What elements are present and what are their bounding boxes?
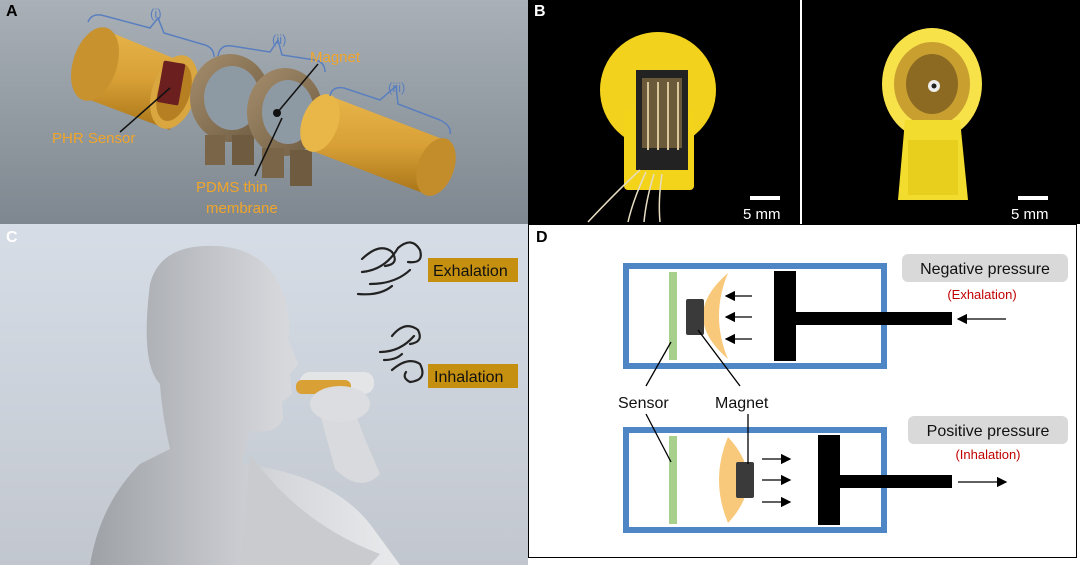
- negative-pressure-pill: [902, 254, 1068, 282]
- exhalation-note: (Exhalation): [947, 287, 1016, 302]
- chamber-negative: [623, 263, 1006, 369]
- panel-b-label: B: [534, 3, 546, 20]
- phr-sensor-label: PHR Sensor: [52, 130, 135, 147]
- panel-d: Negative pressure (Exhalation) Positive …: [528, 224, 1080, 565]
- magnet-label: Magnet: [715, 395, 769, 412]
- panel-b: 5 mm 5 mm B: [528, 0, 1080, 224]
- pdms-label-line1: PDMS thin: [196, 179, 268, 196]
- bracket-i: [87, 14, 215, 58]
- positive-pressure-label: Positive pressure: [927, 423, 1050, 440]
- membrane-holder-photo: [882, 28, 982, 200]
- label-ii: (ii): [272, 32, 286, 47]
- chamber-positive: [623, 427, 1008, 533]
- scale-bar-left: [750, 196, 780, 200]
- panel-d-diagram: Negative pressure (Exhalation) Positive …: [528, 224, 1077, 558]
- scale-bar-right: [1018, 196, 1048, 200]
- exhalation-label: Exhalation: [433, 263, 508, 280]
- sensor-holder-photo: [587, 32, 716, 223]
- scale-label-left: 5 mm: [743, 206, 781, 223]
- panel-d-label: D: [536, 229, 548, 246]
- sensor-leader-top: [645, 341, 672, 387]
- scale-label-right: 5 mm: [1011, 206, 1049, 223]
- pdms-label-line2: membrane: [206, 200, 278, 217]
- exhalation-badge: [428, 258, 518, 282]
- magnet-leader: [276, 63, 319, 114]
- panel-a-label: A: [6, 3, 18, 20]
- tube-iii: [300, 94, 456, 196]
- negative-pressure-label: Negative pressure: [920, 261, 1050, 278]
- panel-b-photos: 5 mm 5 mm: [528, 0, 1080, 224]
- exhalation-swirl-icon: [356, 241, 422, 296]
- sensor-label: Sensor: [618, 395, 669, 412]
- inhalation-swirl-icon: [378, 325, 424, 384]
- panel-c: Exhalation Inhalation C: [0, 224, 528, 565]
- positive-pressure-pill: [908, 416, 1068, 444]
- phr-leader: [119, 87, 171, 133]
- bracket-iii: [329, 84, 452, 135]
- human-figure: [90, 245, 400, 565]
- inhalation-label: Inhalation: [434, 369, 503, 386]
- label-i: (i): [150, 6, 162, 21]
- pdms-leader: [254, 117, 283, 177]
- inhalation-badge: [428, 364, 518, 388]
- bracket-ii: [217, 38, 326, 73]
- panel-a: (i) (ii) (iii) Magnet PHR Sensor PDMS th…: [0, 0, 528, 224]
- sensor-leader-bottom: [645, 413, 672, 463]
- panel-c-figure: Exhalation Inhalation: [0, 224, 528, 565]
- label-iii: (iii): [388, 80, 405, 95]
- panel-a-figure: (i) (ii) (iii) Magnet PHR Sensor PDMS th…: [0, 0, 528, 224]
- panel-c-label: C: [6, 229, 18, 246]
- inhalation-note: (Inhalation): [955, 447, 1020, 462]
- magnet-label: Magnet: [310, 49, 361, 66]
- magnet-leader-top: [697, 329, 741, 387]
